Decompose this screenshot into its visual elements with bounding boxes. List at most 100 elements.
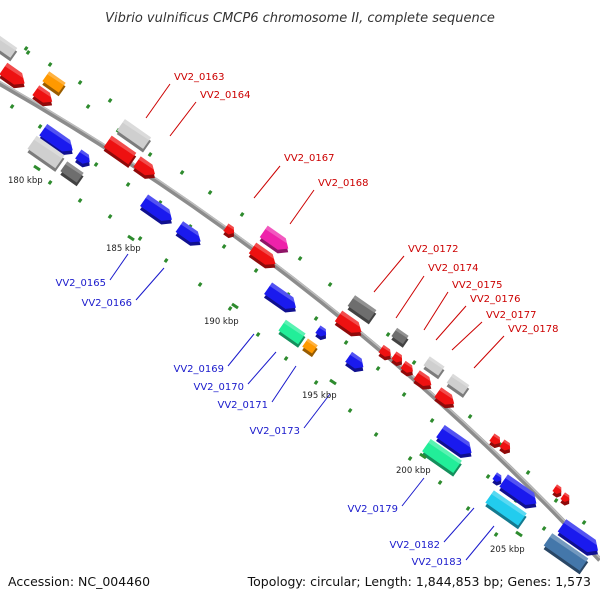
- label-connector: [271, 365, 297, 403]
- gene-label-reverse: VV2_0182: [390, 540, 441, 551]
- tick-dot: [77, 198, 83, 203]
- gene-arrow: [139, 194, 172, 225]
- gene-arrow: [492, 472, 502, 486]
- label-connector: [373, 255, 405, 293]
- tick-dot: [437, 480, 443, 485]
- gene-arrow: [434, 387, 455, 409]
- gene-arrow: [552, 484, 562, 498]
- tick-dot: [313, 316, 319, 321]
- tick-dot: [373, 432, 379, 437]
- tick-dot: [375, 366, 381, 371]
- gene-label-reverse: VV2_0166: [82, 298, 133, 309]
- tick-dot: [553, 498, 559, 503]
- label-connector: [169, 101, 197, 137]
- gene-label-forward: VV2_0163: [174, 72, 225, 83]
- gene-features: [0, 34, 599, 575]
- tick-dot: [23, 45, 29, 51]
- label-connector: [303, 393, 331, 429]
- gene-arrow: [334, 310, 362, 337]
- gene-label-reverse: VV2_0165: [56, 278, 107, 289]
- tick-dot: [107, 98, 113, 103]
- tick-dot: [283, 356, 289, 361]
- tick-dot: [541, 526, 547, 531]
- kbp-tick-mark: [329, 378, 337, 386]
- tick-dot: [125, 182, 131, 187]
- gene-label-reverse: VV2_0183: [412, 557, 463, 568]
- gene-label-forward: VV2_0178: [508, 324, 559, 335]
- chromosome-backbone-highlight: [0, 80, 600, 559]
- tick-dot: [467, 414, 473, 419]
- label-connector: [247, 351, 277, 385]
- label-connector: [227, 333, 255, 367]
- label-connector: [135, 267, 165, 301]
- gene-label-forward: VV2_0168: [318, 178, 369, 189]
- kbp-tick-label: 190 kbp: [204, 317, 239, 327]
- topology-summary: Topology: circular; Length: 1,844,853 bp…: [247, 574, 591, 589]
- gene-arrow: [499, 439, 511, 455]
- tick-dot: [47, 61, 53, 67]
- tick-dot: [255, 332, 261, 337]
- gene-label-forward: VV2_0174: [428, 263, 479, 274]
- accession-text: Accession: NC_004460: [8, 574, 150, 589]
- tick-dot: [197, 282, 203, 287]
- kbp-tick-label: 195 kbp: [302, 391, 337, 401]
- gene-label-forward: VV2_0164: [200, 90, 251, 101]
- tick-dot: [327, 282, 333, 287]
- gene-arrow: [560, 492, 570, 506]
- kbp-tick-label: 185 kbp: [106, 244, 141, 254]
- gene-arrow: [60, 161, 84, 187]
- gene-label-forward: VV2_0167: [284, 153, 335, 164]
- gene-arrow: [27, 135, 65, 172]
- gene-arrow: [391, 327, 409, 348]
- gene-arrow: [422, 438, 462, 477]
- gene-label-reverse: VV2_0169: [174, 364, 225, 375]
- tick-dot: [429, 418, 435, 423]
- tick-dot: [227, 306, 233, 311]
- gene-arrow: [413, 370, 432, 390]
- tick-dot: [107, 214, 113, 219]
- tick-dot: [239, 212, 245, 217]
- gene-arrow: [400, 360, 413, 377]
- gene-arrow: [116, 119, 152, 153]
- gene-arrow: [32, 85, 53, 107]
- label-connector: [395, 275, 425, 319]
- tick-dot: [85, 104, 91, 109]
- label-connector: [435, 305, 467, 341]
- tick-dot: [485, 473, 491, 479]
- gene-arrow: [499, 474, 537, 509]
- tick-dot: [221, 243, 227, 249]
- gene-arrow: [278, 319, 306, 348]
- label-connector: [451, 321, 483, 351]
- tick-dot: [147, 152, 153, 157]
- label-connector: [145, 83, 171, 119]
- gene-arrow: [223, 223, 235, 239]
- gene-label-reverse: VV2_0170: [194, 382, 245, 393]
- gene-label-forward: VV2_0176: [470, 294, 521, 305]
- gene-arrow: [42, 71, 66, 97]
- kbp-tick-mark: [127, 234, 135, 242]
- gene-arrow: [39, 123, 73, 156]
- gene-arrow: [263, 282, 296, 313]
- tick-dot: [581, 520, 587, 525]
- tick-dot: [347, 408, 353, 413]
- tick-dot: [385, 332, 391, 337]
- tick-dot: [313, 380, 319, 385]
- tick-dot: [253, 268, 259, 273]
- gene-arrow: [0, 34, 18, 62]
- gene-arrow: [557, 519, 599, 556]
- gene-arrow: [248, 242, 276, 269]
- tick-dot: [525, 470, 531, 475]
- label-connector: [289, 189, 315, 225]
- gene-label-forward: VV2_0177: [486, 310, 537, 321]
- tick-dot: [179, 170, 185, 175]
- gene-arrow: [485, 490, 527, 530]
- gene-arrow: [446, 373, 470, 398]
- gene-arrow: [489, 433, 501, 449]
- tick-dot: [411, 360, 417, 365]
- label-connector: [253, 165, 281, 199]
- tick-dot: [401, 392, 407, 397]
- label-connector: [465, 525, 495, 561]
- tick-dot: [493, 532, 499, 537]
- gene-arrow: [302, 338, 318, 358]
- gene-arrow: [436, 424, 472, 459]
